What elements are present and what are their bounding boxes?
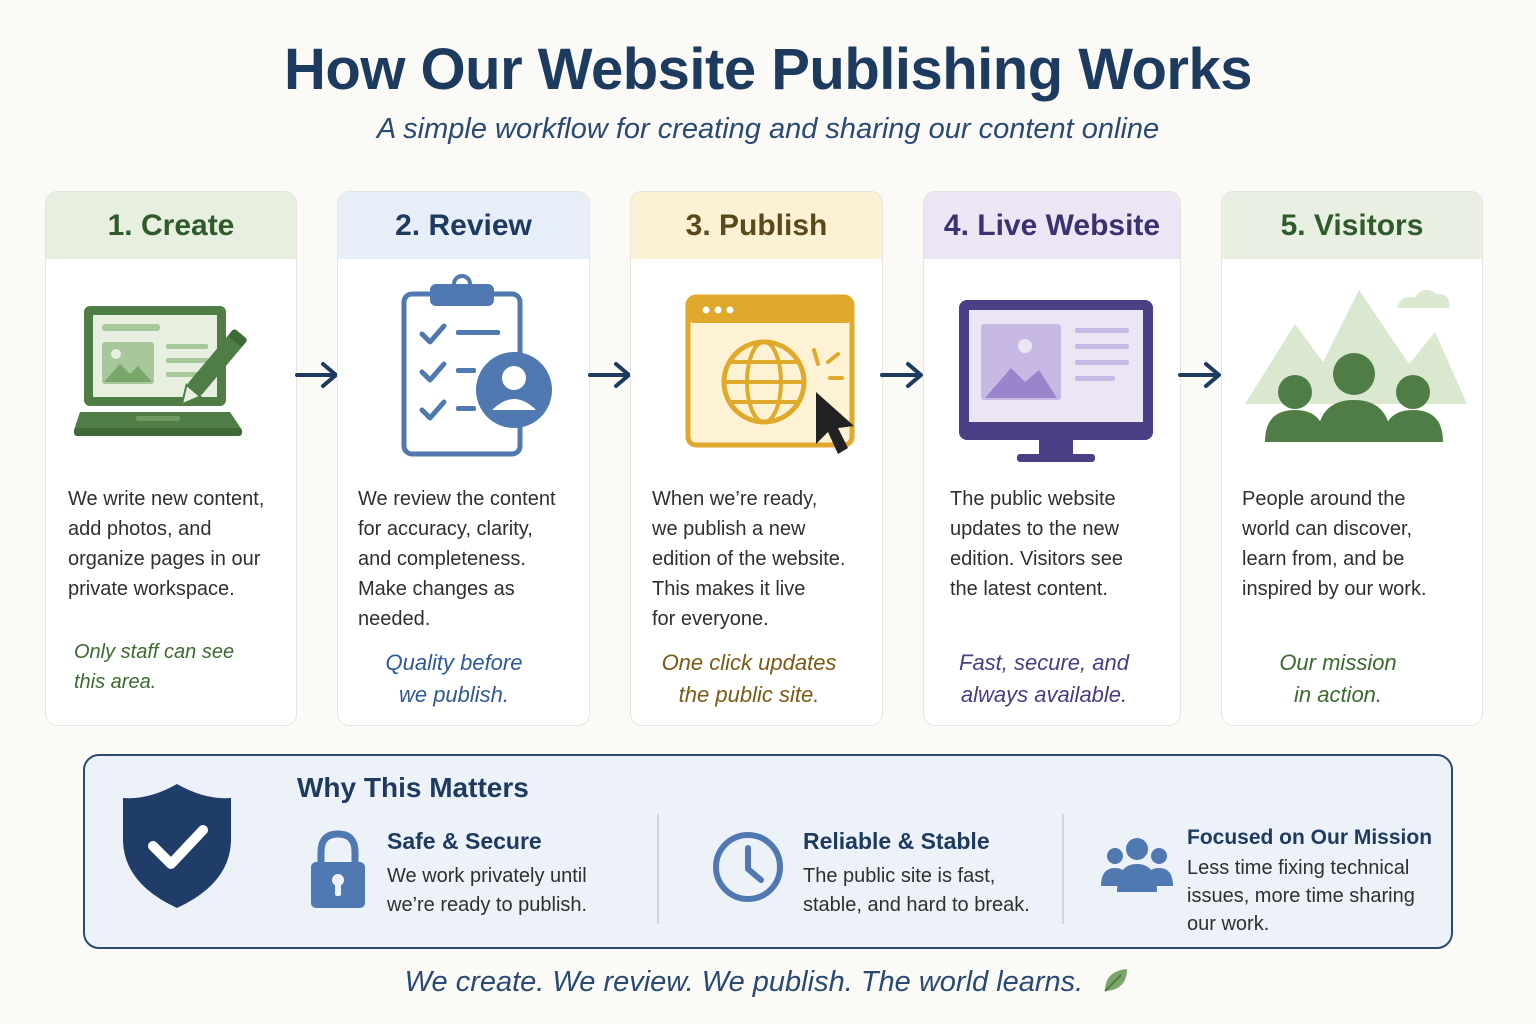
monitor-webpage-icon xyxy=(924,272,1180,472)
step-note-line: One click updates xyxy=(661,650,837,675)
clipboard-checklist-icon xyxy=(338,272,589,472)
why-item-title: Reliable & Stable xyxy=(803,828,990,854)
shield-check-icon xyxy=(123,784,231,908)
why-item-title: Focused on Our Mission xyxy=(1187,826,1433,849)
step-note: Our mission in action. xyxy=(1222,647,1454,711)
why-item-title: Safe & Secure xyxy=(387,828,542,854)
step-description-line: This makes it live xyxy=(652,578,806,600)
step-description: People around the world can discover, lear… xyxy=(1242,484,1427,604)
step-header: 3. Publish xyxy=(631,192,882,259)
step-description-line: People around the xyxy=(1242,488,1406,510)
step-card-visitors: 5. Visitors People around the world can d… xyxy=(1221,191,1483,726)
step-description-line: world can discover, xyxy=(1242,518,1413,540)
step-description-line: edition of the website. xyxy=(652,548,846,570)
step-description: We review the content for accuracy, clari… xyxy=(358,484,556,634)
step-description: We write new content, add photos, and orga… xyxy=(68,484,264,604)
step-note: One click updates the public site. xyxy=(631,647,867,711)
step-card-live-website: 4. Live Website The public website update… xyxy=(923,191,1181,726)
step-note-line: we publish. xyxy=(398,682,510,707)
step-description-line: for accuracy, clarity, xyxy=(358,518,533,540)
step-note-line: Only staff can see xyxy=(74,641,235,663)
page-subtitle: A simple workflow for creating and shari… xyxy=(376,113,1160,145)
arrow-right-icon xyxy=(880,362,923,388)
why-item-desc: Less time fixing technical issues, more t… xyxy=(1187,854,1415,938)
laptop-pencil-icon xyxy=(46,272,296,472)
footer-tagline: We create. We review. We publish. The wo… xyxy=(404,966,1084,998)
step-description-line: private workspace. xyxy=(68,578,235,600)
step-note-line: this area. xyxy=(74,671,157,693)
step-description-line: and completeness. xyxy=(358,548,526,570)
step-description-line: for everyone. xyxy=(652,608,769,630)
step-card-create: 1. Create We write new content, add photo… xyxy=(45,191,297,726)
step-description-line: organize pages in our xyxy=(68,548,261,570)
why-item-desc-line: We work privately until xyxy=(387,865,587,887)
step-header: 5. Visitors xyxy=(1222,192,1482,259)
why-item-desc: The public site is fast, stable, and hard… xyxy=(803,862,1030,920)
step-header: 4. Live Website xyxy=(924,192,1180,259)
step-note: Only staff can see this area. xyxy=(74,637,234,697)
why-title: Why This Matters xyxy=(297,772,529,803)
step-note-line: in action. xyxy=(1293,682,1383,707)
step-header: 2. Review xyxy=(338,192,589,259)
step-note-line: always available. xyxy=(960,682,1128,707)
step-note-line: Fast, secure, and xyxy=(959,650,1129,675)
step-description: The public website updates to the new edit… xyxy=(950,484,1123,604)
clock-icon xyxy=(713,832,783,902)
step-description: When we’re ready, we publish a new edition… xyxy=(652,484,845,634)
why-item-desc-line: our work. xyxy=(1187,913,1270,935)
step-description-line: edition. Visitors see xyxy=(950,548,1124,570)
why-item-desc-line: The public site is fast, xyxy=(803,865,996,887)
divider xyxy=(657,814,659,924)
footer: We create. We review. We publish. The wo… xyxy=(0,965,1536,999)
step-note: Quality before we publish. xyxy=(338,647,570,711)
why-item-desc-line: issues, more time sharing xyxy=(1187,885,1415,907)
step-note-line: Our mission xyxy=(1279,650,1397,675)
step-description-line: Make changes as xyxy=(358,578,515,600)
browser-globe-click-icon xyxy=(631,272,882,472)
step-description-line: When we’re ready, xyxy=(652,488,818,510)
arrow-right-icon xyxy=(295,362,338,388)
people-mountains-icon xyxy=(1222,272,1482,472)
step-card-review: 2. Review We review the content for accur… xyxy=(337,191,590,726)
step-note: Fast, secure, and always available. xyxy=(924,647,1164,711)
step-description-line: We write new content, xyxy=(68,488,265,510)
step-description-line: inspired by our work. xyxy=(1242,578,1427,600)
step-description-line: The public website xyxy=(950,488,1116,510)
padlock-icon xyxy=(311,830,365,908)
step-description-line: learn from, and be xyxy=(1242,548,1405,570)
why-this-matters-panel: Why This Matters Safe & Secure We work p… xyxy=(83,754,1453,949)
step-description-line: add photos, and xyxy=(68,518,212,540)
step-description-line: We review the content xyxy=(358,488,556,510)
arrow-right-icon xyxy=(1178,362,1221,388)
step-note-line: Quality before xyxy=(385,650,523,675)
step-description-line: updates to the new xyxy=(950,518,1120,540)
page-title: How Our Website Publishing Works xyxy=(284,37,1252,102)
divider xyxy=(1062,814,1064,924)
why-item-desc: We work privately until we’re ready to pu… xyxy=(387,862,587,920)
team-icon xyxy=(1101,838,1173,892)
why-item-desc-line: we’re ready to publish. xyxy=(387,894,588,916)
step-note-line: the public site. xyxy=(678,682,820,707)
leaf-icon xyxy=(1104,969,1128,992)
step-description-line: needed. xyxy=(358,608,431,630)
arrow-right-icon xyxy=(588,362,631,388)
why-item-desc-line: Less time fixing technical xyxy=(1187,857,1410,879)
step-description-line: we publish a new xyxy=(652,518,806,540)
why-item-desc-line: stable, and hard to break. xyxy=(803,894,1030,916)
step-description-line: the latest content. xyxy=(950,578,1108,600)
step-header: 1. Create xyxy=(46,192,296,259)
step-card-publish: 3. Publish When we’re ready, we publish a… xyxy=(630,191,883,726)
